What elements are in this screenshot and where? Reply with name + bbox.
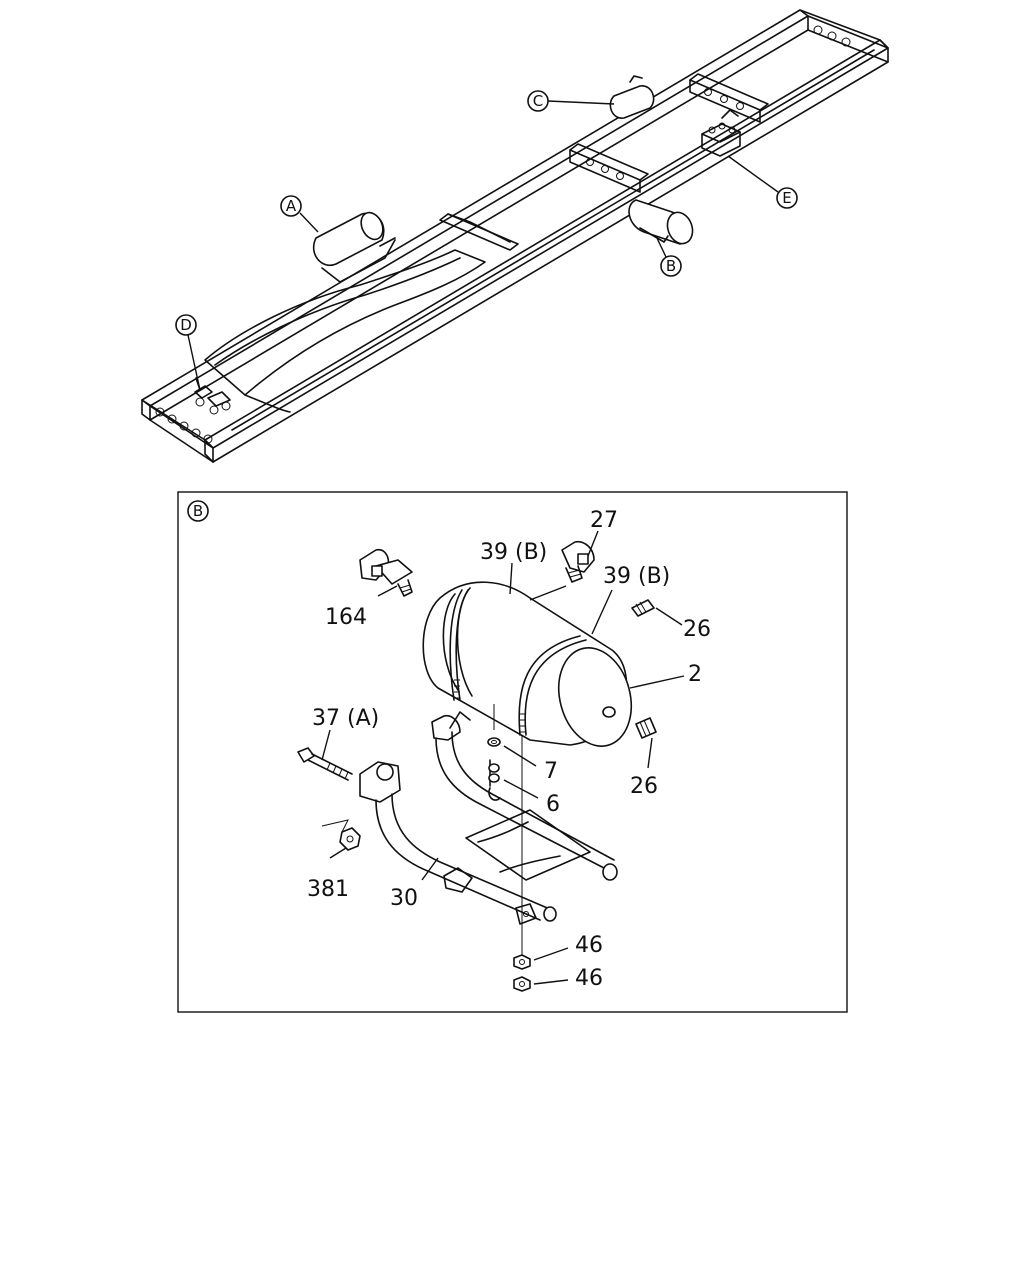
callout-e: E xyxy=(727,155,798,209)
callout-c-label: C xyxy=(533,92,543,110)
callout-d: D xyxy=(175,314,201,391)
plug-26-top xyxy=(631,599,655,617)
plug-26-bottom xyxy=(635,717,657,739)
callout-a-label: A xyxy=(286,197,297,215)
part-6-label: 6 xyxy=(546,792,560,817)
middle-cross-members xyxy=(439,73,769,251)
washer-7 xyxy=(487,737,501,747)
detail-frame xyxy=(177,491,848,1013)
callout-a: A xyxy=(280,195,319,233)
leader-lines xyxy=(321,530,685,985)
rear-cross-member xyxy=(141,399,214,463)
frame-underbody-plate xyxy=(204,249,486,413)
detail-view-b: B xyxy=(177,491,848,1013)
callout-b: B xyxy=(655,235,682,277)
callout-e-label: E xyxy=(782,189,791,207)
fitting-27 xyxy=(561,540,595,583)
bracket-30 xyxy=(359,711,618,925)
callout-b-label: B xyxy=(666,257,676,275)
nut-46-upper xyxy=(513,954,531,970)
callout-d-label: D xyxy=(180,316,192,334)
fitting-164 xyxy=(359,548,413,597)
part-37a-label: 37 (A) xyxy=(312,706,379,731)
tank-straps xyxy=(449,589,587,736)
view-marker: B xyxy=(187,500,209,522)
component-d-valves xyxy=(194,377,231,415)
component-a-tank xyxy=(312,211,396,283)
component-e-valves xyxy=(701,109,741,157)
part-46-label-upper: 46 xyxy=(575,933,603,958)
bolt-37a xyxy=(297,747,353,781)
air-tank xyxy=(422,581,632,747)
part-30-label: 30 xyxy=(390,886,418,911)
part-39b-label-2: 39 (B) xyxy=(603,564,670,589)
part-7-label: 7 xyxy=(544,759,558,784)
part-39b-label-1: 39 (B) xyxy=(480,540,547,565)
callout-c: C xyxy=(527,90,615,112)
part-46-label-lower: 46 xyxy=(575,966,603,991)
part-2-label: 2 xyxy=(688,662,702,687)
component-c-tank xyxy=(609,75,655,119)
nut-381 xyxy=(321,819,361,851)
u-bolt-extension xyxy=(493,704,523,958)
part-164-label: 164 xyxy=(325,605,367,630)
left-side-rail xyxy=(141,9,809,421)
component-b-tank xyxy=(628,199,694,245)
view-marker-label: B xyxy=(193,502,203,520)
part-26-label-bottom: 26 xyxy=(630,774,658,799)
chassis-frame-overview: A B C D E xyxy=(141,9,889,463)
nut-46-lower xyxy=(513,976,531,992)
part-27-label: 27 xyxy=(590,508,618,533)
part-26-label-top: 26 xyxy=(683,617,711,642)
front-cross-member xyxy=(799,9,889,63)
part-381-label: 381 xyxy=(307,877,349,902)
